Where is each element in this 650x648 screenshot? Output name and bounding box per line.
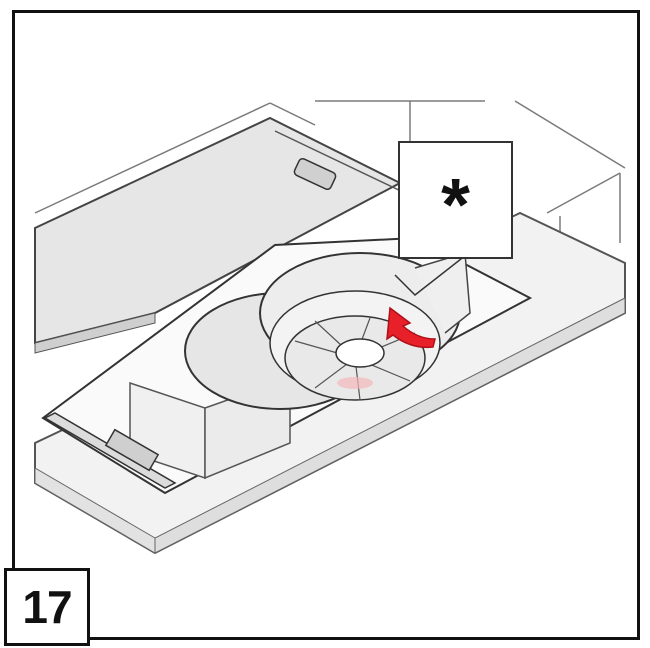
illustration-frame: *	[12, 10, 640, 640]
cabinet-outline	[34, 100, 626, 248]
step-badge: 17	[4, 568, 90, 646]
red-arrow-icon	[386, 306, 436, 349]
asterisk-label: *	[441, 163, 470, 246]
panel-handle	[293, 157, 337, 191]
control-strip	[43, 412, 177, 489]
step-number: 17	[22, 581, 72, 633]
hood-side-edge	[154, 297, 626, 554]
callout-box: *	[398, 141, 513, 259]
range-hood-illustration	[34, 100, 626, 555]
fan-hub	[335, 338, 385, 368]
